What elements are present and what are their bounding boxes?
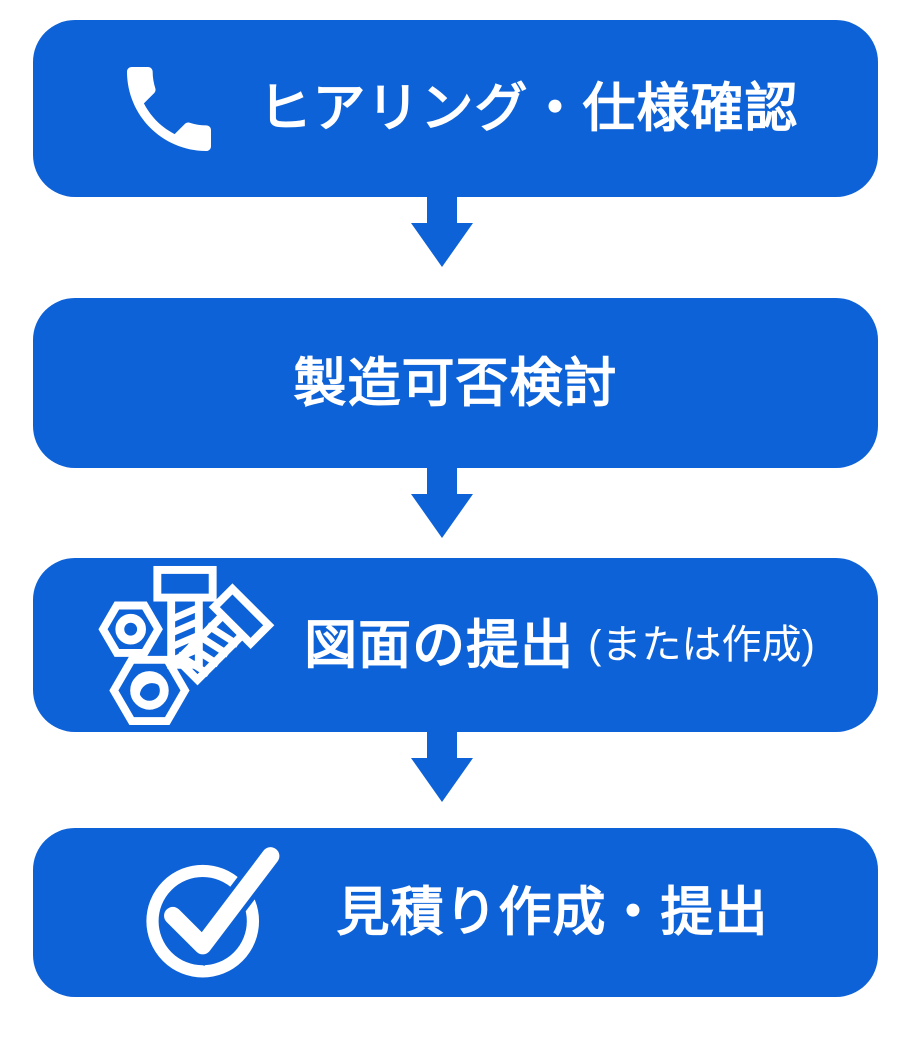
- step-label: 図面の提出: [304, 615, 575, 675]
- step-label: 製造可否検討: [293, 353, 618, 413]
- down-arrow-icon: [411, 197, 473, 267]
- check-circle-icon: [143, 845, 295, 981]
- flow-step-drawing: 図面の提出 (または作成): [33, 558, 878, 732]
- phone-icon: [113, 53, 225, 165]
- step-label: 見積り作成・提出: [336, 883, 769, 942]
- down-arrow-icon: [411, 732, 473, 802]
- flow-step-estimate: 見積り作成・提出: [33, 828, 878, 997]
- down-arrow-icon: [411, 468, 473, 538]
- step-label: ヒアリング・仕様確認: [258, 79, 799, 138]
- flow-step-feasibility: 製造可否検討: [33, 298, 878, 468]
- step-sublabel: (または作成): [588, 623, 815, 667]
- flow-step-hearing: ヒアリング・仕様確認: [33, 20, 878, 197]
- bolt-and-nuts-icon: [96, 564, 276, 726]
